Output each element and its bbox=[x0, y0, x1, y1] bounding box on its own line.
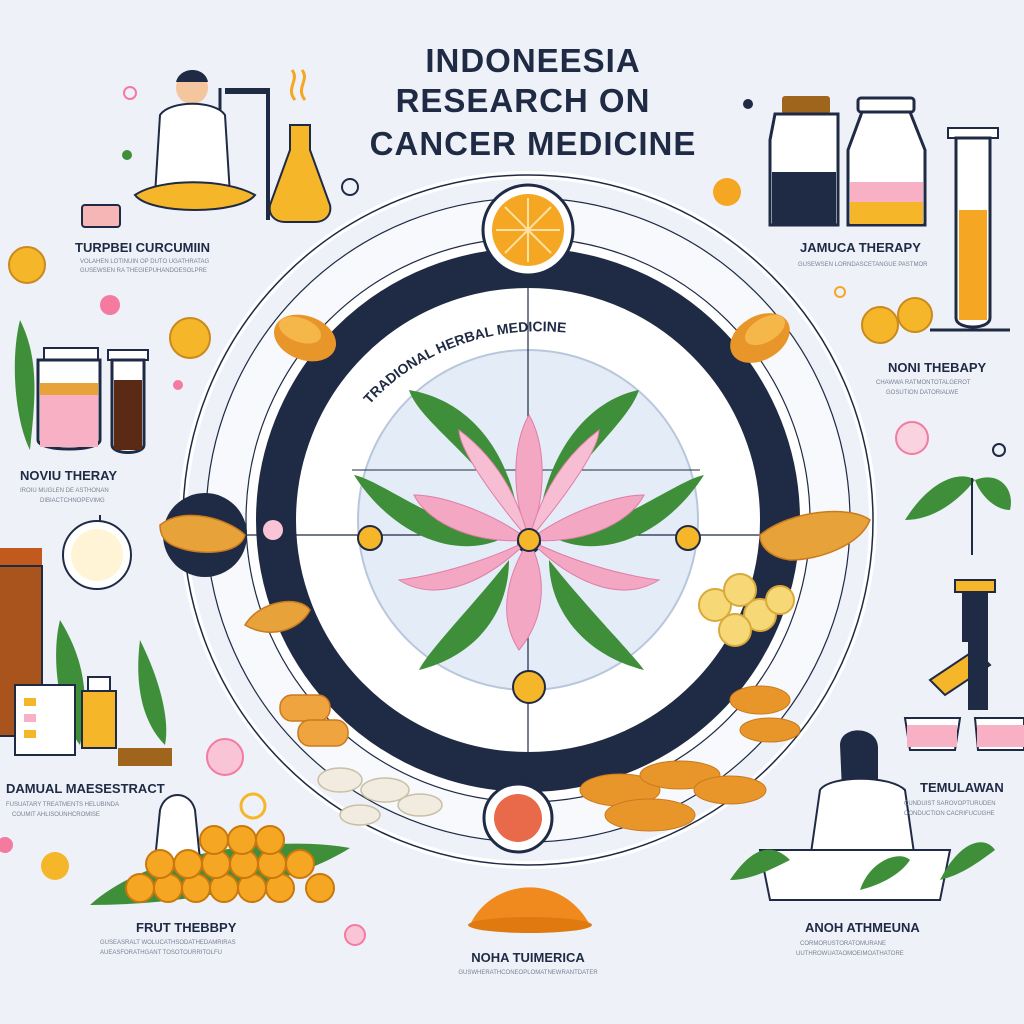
fine-anoh-a: CORMORUSTORATOMURANE bbox=[800, 941, 886, 947]
turmeric-root-left-icon bbox=[159, 493, 311, 633]
fine-noni-b: GOSUTION DATORIALWE bbox=[886, 390, 958, 396]
node-bottom bbox=[512, 670, 546, 704]
turmeric-pile-icon bbox=[579, 685, 801, 832]
turmeric-flower-right-icon bbox=[730, 313, 790, 363]
orange-slice-icon bbox=[481, 183, 575, 277]
label-noni-therapy: NONI THEBAPY bbox=[888, 360, 987, 375]
label-temulawan: TEMULAWAN bbox=[920, 780, 1004, 795]
turmeric-powder-icon bbox=[468, 887, 592, 933]
bottle-and-papers-icon bbox=[0, 548, 172, 766]
label-damual: DAMUAL MAESESTRACT bbox=[6, 781, 165, 796]
orange-cylinders-icon bbox=[279, 694, 349, 747]
beakers-icon bbox=[14, 320, 149, 454]
turmeric-root-right-icon bbox=[759, 510, 871, 561]
microscope-icon bbox=[903, 476, 1024, 751]
turmeric-flower-left-icon bbox=[274, 314, 336, 362]
label-noha-tumerica: NOHA TUIMERICA bbox=[471, 950, 585, 965]
label-frut-therapy: FRUT THEBBPY bbox=[136, 920, 237, 935]
fine-noha-a: GUSWHERATHCONEOPLOMATNEWRANTDATER bbox=[458, 970, 598, 976]
seed-bowl-icon bbox=[482, 782, 554, 854]
fine-frut-a: GUSEASRALT WOLUCATHSODATHEDAMRIRAS bbox=[100, 940, 236, 946]
ginger-slices-icon bbox=[698, 573, 795, 647]
fine-turpbei-a: VOLAHEN LOTINUIN OP DUTO UGATHRATAG bbox=[80, 259, 209, 265]
fine-frut-b: AUEASFORATHGANT TOSOTOURRITOLFU bbox=[100, 950, 222, 956]
fine-turpbei-b: GUSEWSEN RA THEGIEPUHANDOESOLPRE bbox=[80, 268, 207, 274]
yellow-balls-icon bbox=[861, 297, 933, 344]
page-title: INDONEESIA RESEARCH ON CANCER MEDICINE bbox=[370, 42, 697, 162]
jars-icon bbox=[768, 96, 1010, 332]
scientist-meditating-icon bbox=[81, 69, 332, 228]
fine-novu-b: DIBIACTCHNOPEVIMG bbox=[40, 498, 105, 504]
fruit-pile-icon bbox=[90, 794, 350, 905]
node-right bbox=[675, 525, 701, 551]
fine-anoh-b: UUTHROWUATAOMOEIMOATHATORE bbox=[796, 951, 904, 957]
fine-damual-a: FUSUATARY TREATMENTS HELUBINDA bbox=[6, 802, 119, 808]
title-line-1: INDONEESIA bbox=[425, 42, 640, 79]
researcher-woman-icon bbox=[730, 730, 995, 901]
title-line-3: CANCER MEDICINE bbox=[370, 125, 697, 162]
label-turpbei-curcumin: TURPBEI CURCUMIIN bbox=[75, 240, 210, 255]
coconut-bowl-icon bbox=[62, 515, 132, 590]
label-novu-therapy: NOVIU THERAY bbox=[20, 468, 117, 483]
white-roots-icon bbox=[317, 767, 443, 826]
title-line-2: RESEARCH ON bbox=[396, 82, 651, 119]
lotus-flower-icon bbox=[354, 390, 704, 670]
decorative-dots bbox=[0, 86, 1006, 946]
fine-noni-a: CHAWWA RATMONTOTALGEROT bbox=[876, 380, 971, 386]
fine-temulawan-a: CUNDUIST SAROVOPTURUDEN bbox=[904, 801, 996, 807]
fine-jamuca-a: GUSEWSEN LORNDASCETANGUE PASTMOR bbox=[798, 262, 928, 268]
node-left bbox=[357, 525, 383, 551]
label-jamuca-therapy: JAMUCA THERAPY bbox=[800, 240, 921, 255]
fine-damual-b: COUMIT AHLISOUNHCROMISE bbox=[12, 812, 100, 818]
label-anoh: ANOH ATHMEUNA bbox=[805, 920, 920, 935]
fine-novu-a: IROIU MUGLEN DE ASTHONAN bbox=[20, 488, 109, 494]
fine-temulawan-b: CONDUCTION CACRIFUCUGHE bbox=[904, 811, 995, 817]
